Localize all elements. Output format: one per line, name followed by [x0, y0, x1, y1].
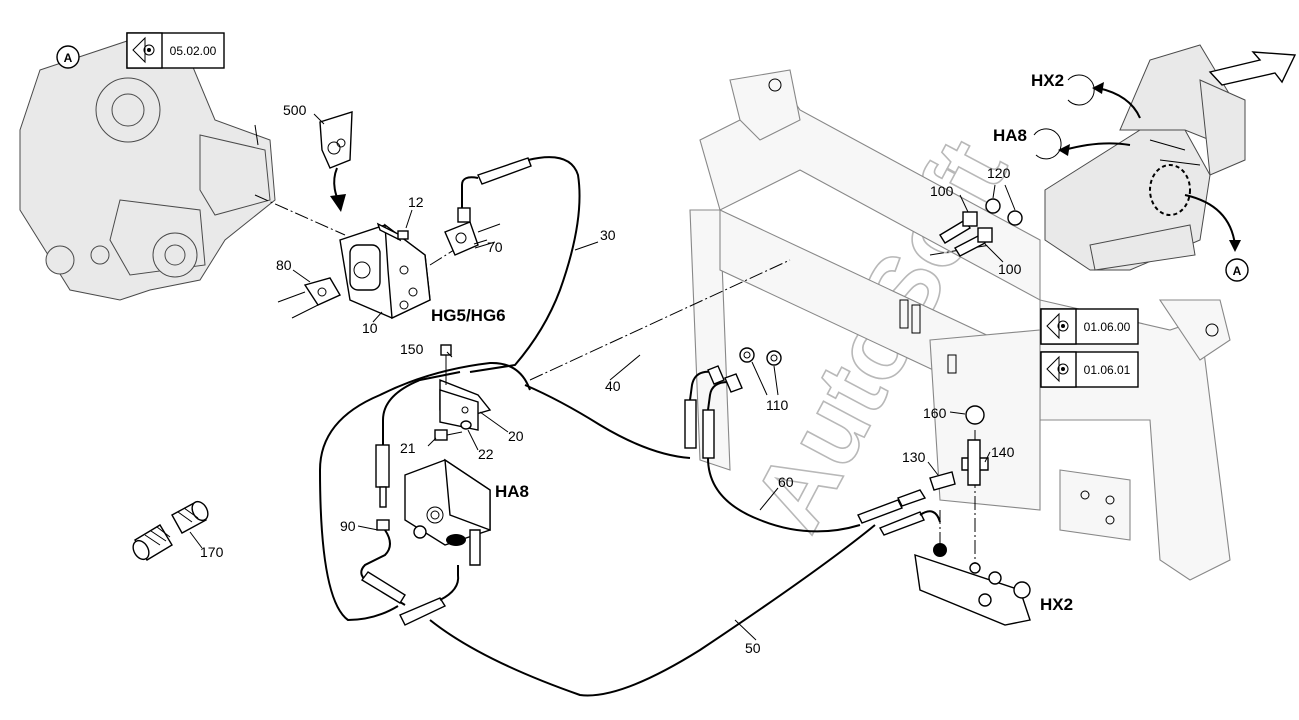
part-100-bolts	[939, 211, 993, 257]
callout-120: 120	[987, 165, 1011, 181]
part-160-cap	[965, 405, 985, 425]
machine-overview	[1044, 44, 1246, 271]
view-marker-a-right: A	[1225, 258, 1249, 282]
label-ha8-valve: HA8	[495, 482, 529, 501]
label-hx2-manifold: HX2	[1040, 595, 1073, 614]
part-10-gear-pump	[339, 223, 431, 320]
callout-70: 70	[487, 239, 503, 255]
callout-50: 50	[745, 640, 761, 656]
callout-500: 500	[283, 102, 307, 118]
ha8-locator-arrow	[1033, 128, 1131, 160]
label-hx2-locator: HX2	[1031, 71, 1064, 90]
callout-12: 12	[408, 194, 424, 210]
callout-21: 21	[400, 440, 416, 456]
svg-text:A: A	[64, 51, 73, 65]
part-20-bracket	[439, 378, 492, 431]
ha8-valve-block	[404, 458, 491, 566]
callout-30: 30	[600, 227, 616, 243]
arrow-icon	[1208, 51, 1297, 86]
hx2-locator-arrow	[1067, 74, 1141, 119]
part-150-bolt	[440, 344, 452, 385]
callout-40: 40	[605, 378, 621, 394]
callout-90: 90	[340, 518, 356, 534]
centerline	[529, 259, 791, 381]
part-500-sealant	[319, 111, 353, 212]
part-21-bolt	[434, 429, 463, 441]
part-70-flange-fitting	[444, 207, 501, 256]
part-30-hose	[461, 156, 581, 373]
eye-view-icon	[1046, 355, 1069, 383]
a-locator-arrow	[1184, 194, 1241, 252]
part-120-nuts	[985, 198, 1023, 226]
gearbox-assembly	[19, 39, 276, 301]
part-110-nuts	[707, 347, 782, 393]
svg-text:05.02.00: 05.02.00	[170, 44, 217, 58]
centerline	[254, 194, 346, 236]
callout-100-bottom: 100	[998, 261, 1022, 277]
eye-view-icon	[132, 36, 155, 64]
callout-22: 22	[478, 446, 494, 462]
part-80-flange-fitting	[277, 277, 341, 319]
part-22-washer	[460, 420, 472, 430]
svg-text:01.06.00: 01.06.00	[1084, 320, 1131, 334]
leader-lines	[189, 113, 1016, 641]
view-reference-box: 01.06.01	[1040, 351, 1139, 388]
callout-170: 170	[200, 544, 224, 560]
callout-140: 140	[991, 444, 1015, 460]
callout-100-top: 100	[930, 183, 954, 199]
hx2-manifold	[914, 543, 1031, 626]
view-reference-box: 05.02.00	[126, 32, 225, 69]
callout-130: 130	[902, 449, 926, 465]
label-hg5-hg6: HG5/HG6	[431, 306, 506, 325]
part-140-tee-fitting	[961, 439, 989, 486]
part-130-adapter	[929, 471, 956, 491]
view-reference-box: 01.06.00	[1040, 308, 1139, 345]
label-ha8-locator: HA8	[993, 126, 1027, 145]
view-marker-a-top: A	[56, 45, 80, 69]
part-12-bolt	[376, 222, 409, 242]
callout-10: 10	[362, 320, 378, 336]
callout-150: 150	[400, 341, 424, 357]
svg-text:A: A	[1233, 264, 1242, 278]
callout-160: 160	[923, 405, 947, 421]
svg-text:01.06.01: 01.06.01	[1084, 363, 1131, 377]
part-170-coupling	[132, 500, 209, 561]
callout-110: 110	[766, 397, 789, 413]
callout-80: 80	[276, 257, 292, 273]
callout-60: 60	[778, 474, 794, 490]
callout-20: 20	[508, 428, 524, 444]
hose-connection-lines	[318, 361, 941, 697]
eye-view-icon	[1046, 312, 1069, 340]
